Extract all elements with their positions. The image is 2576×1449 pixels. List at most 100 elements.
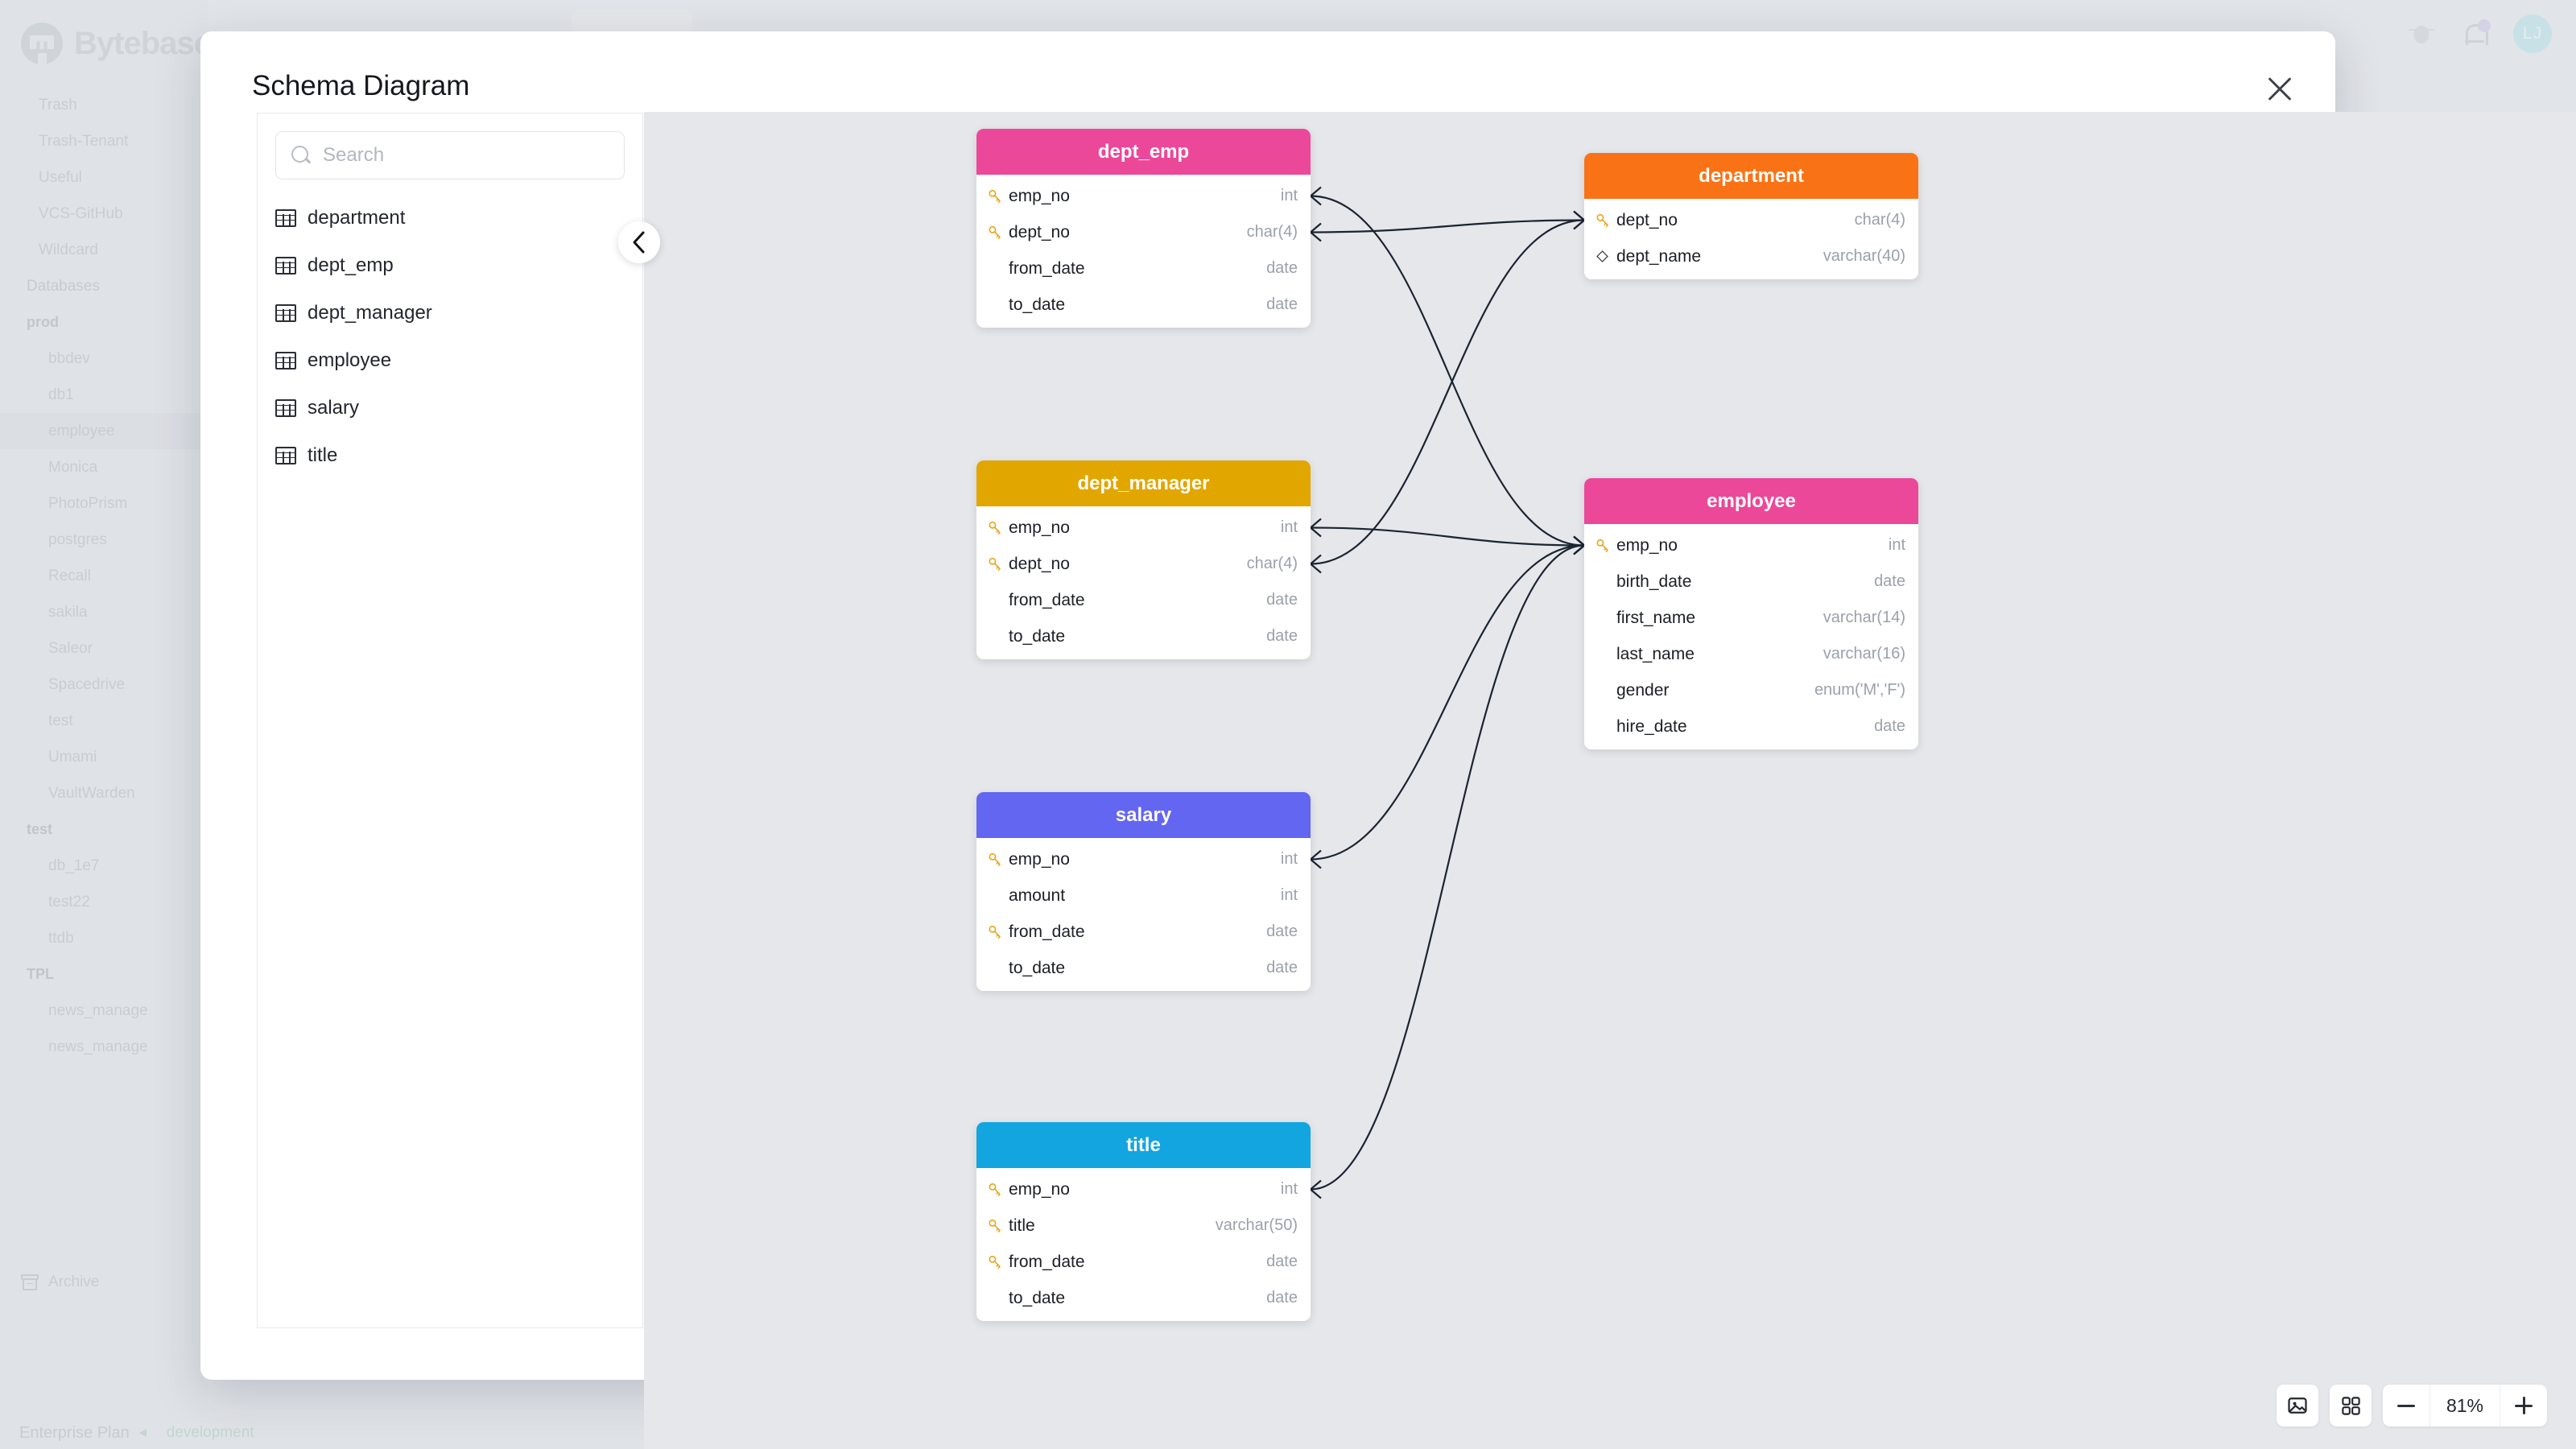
table-icon — [275, 446, 296, 464]
column-row[interactable]: to_date date — [976, 618, 1311, 654]
primary-key-icon — [988, 1254, 1009, 1269]
table-icon — [275, 256, 296, 275]
primary-key-icon — [988, 556, 1009, 572]
table-list: department dept_emp dept_manager employee sa… — [258, 194, 642, 479]
chevron-left-icon[interactable] — [618, 221, 660, 263]
key-glyph — [989, 557, 1001, 571]
table-node-title: title — [976, 1122, 1311, 1168]
column-type: date — [1266, 259, 1298, 277]
column-type: varchar(16) — [1823, 645, 1905, 663]
grid-glyph — [2341, 1396, 2360, 1415]
column-name: to_date — [1009, 626, 1066, 646]
column-type: char(4) — [1854, 211, 1905, 229]
primary-key-icon — [988, 225, 1009, 240]
primary-key-icon — [988, 1218, 1009, 1233]
close-icon[interactable] — [2263, 72, 2297, 105]
column-type: int — [1280, 187, 1298, 204]
column-name: from_date — [1009, 258, 1085, 278]
search-icon — [291, 145, 312, 166]
table-node-title: employee — [1584, 478, 1918, 524]
column-row[interactable]: from_date date — [976, 250, 1311, 287]
table-icon — [275, 303, 296, 322]
table-list-item-label: employee — [308, 349, 392, 371]
column-name: birth_date — [1616, 572, 1692, 591]
primary-key-icon — [988, 1182, 1009, 1197]
zoom-level-label[interactable]: 81% — [2429, 1385, 2500, 1426]
column-name: from_date — [1009, 590, 1085, 609]
column-type: date — [1266, 923, 1298, 940]
key-glyph — [989, 189, 1001, 203]
table-list-item-title[interactable]: title — [258, 431, 642, 479]
table-node-title: dept_emp — [976, 129, 1311, 175]
column-type: date — [1266, 627, 1298, 645]
table-list-item-dept_emp[interactable]: dept_emp — [258, 242, 642, 289]
table-list-item-label: dept_emp — [308, 254, 394, 276]
table-list-item-department[interactable]: department — [258, 194, 642, 242]
crowsfoot-marker — [1309, 222, 1322, 242]
crowsfoot-marker — [1309, 518, 1322, 538]
table-list-panel: department dept_emp dept_manager employee sa… — [257, 113, 643, 1328]
table-node-title: department — [1584, 153, 1918, 199]
zoom-control-group: 81% — [2383, 1385, 2547, 1426]
column-type: enum('M','F') — [1814, 681, 1905, 699]
column-name: dept_no — [1009, 554, 1070, 573]
primary-key-icon — [988, 188, 1009, 204]
relationship-edge — [1310, 544, 1585, 1191]
table-icon — [275, 208, 296, 227]
search-box[interactable] — [275, 131, 625, 180]
modal-title: Schema Diagram — [252, 70, 470, 101]
image-icon[interactable] — [2277, 1385, 2318, 1426]
minus-icon[interactable] — [2383, 1385, 2429, 1426]
column-type: date — [1266, 959, 1298, 976]
table-list-item-dept_manager[interactable]: dept_manager — [258, 289, 642, 336]
search-input[interactable] — [323, 144, 609, 167]
grid-icon[interactable] — [2330, 1385, 2372, 1426]
column-name: emp_no — [1616, 535, 1678, 555]
key-glyph — [989, 1183, 1001, 1196]
column-name: dept_no — [1616, 210, 1678, 229]
table-list-item-employee[interactable]: employee — [258, 336, 642, 384]
plus-icon[interactable] — [2500, 1385, 2547, 1426]
table-list-item-salary[interactable]: salary — [258, 384, 642, 431]
table-list-item-label: department — [308, 206, 406, 229]
relationship-edge — [1310, 544, 1585, 861]
table-list-item-label: dept_manager — [308, 301, 432, 324]
column-type: varchar(40) — [1823, 247, 1905, 265]
column-name: emp_no — [1009, 1179, 1070, 1199]
table-icon — [275, 398, 296, 417]
table-list-item-label: title — [308, 444, 338, 466]
column-type: char(4) — [1246, 223, 1298, 241]
column-row[interactable]: dept_no char(4) — [1584, 202, 1918, 238]
